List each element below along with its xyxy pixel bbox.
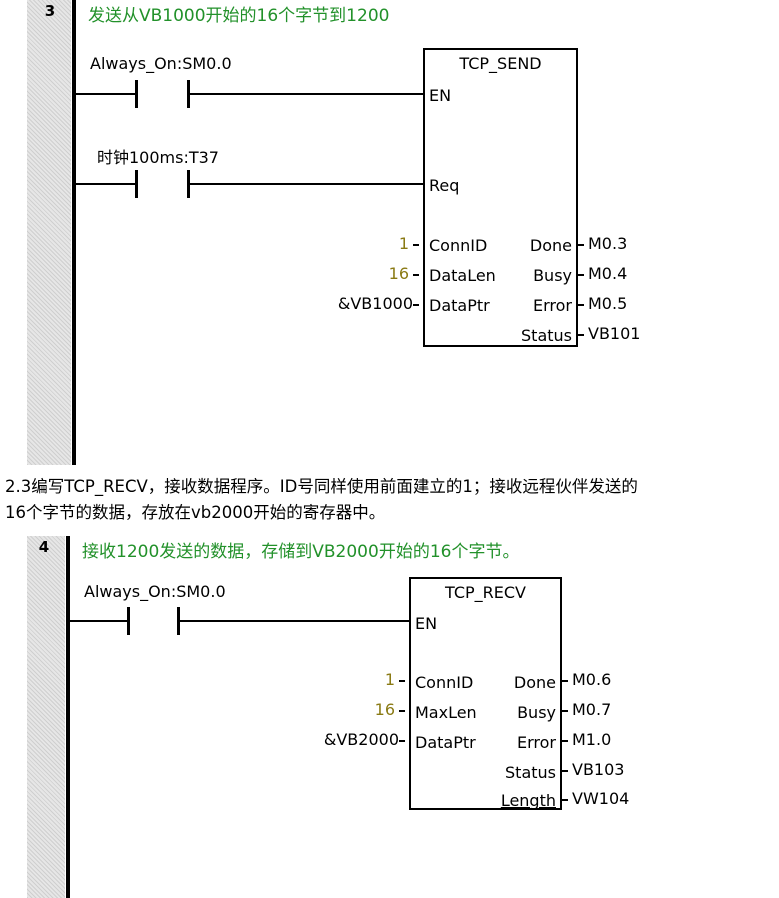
output-tick bbox=[562, 740, 568, 742]
pin-connid: ConnID bbox=[429, 236, 488, 255]
pin-busy: Busy bbox=[533, 266, 572, 285]
contact-right-bar[interactable] bbox=[187, 170, 190, 198]
wire bbox=[76, 93, 136, 95]
contact-label: Always_On:SM0.0 bbox=[90, 54, 232, 73]
pin-en: EN bbox=[429, 86, 452, 105]
contact-left-bar[interactable] bbox=[135, 170, 138, 198]
input-tick bbox=[413, 304, 419, 306]
network-number: 3 bbox=[44, 2, 56, 20]
output-tick bbox=[578, 334, 584, 336]
length-value[interactable]: VW104 bbox=[572, 789, 630, 808]
dataptr-value[interactable]: &VB1000 bbox=[337, 294, 413, 313]
pin-done: Done bbox=[529, 236, 572, 255]
contact-right-bar[interactable] bbox=[177, 607, 180, 635]
contact-left-bar[interactable] bbox=[135, 80, 138, 108]
power-rail bbox=[66, 536, 70, 898]
wire bbox=[70, 620, 128, 622]
pin-status: Status bbox=[521, 326, 572, 345]
wire bbox=[189, 183, 424, 185]
pin-status: Status bbox=[505, 763, 556, 782]
power-rail bbox=[72, 0, 76, 465]
network-gutter[interactable] bbox=[27, 0, 71, 465]
tcp-send-block[interactable]: TCP_SEND EN Req ConnID DataLen DataPtr D… bbox=[423, 48, 578, 347]
contact-right-bar[interactable] bbox=[187, 80, 190, 108]
wire bbox=[189, 93, 424, 95]
pin-datalen: DataLen bbox=[429, 266, 496, 285]
block-title: TCP_RECV bbox=[445, 583, 526, 602]
done-value[interactable]: M0.6 bbox=[572, 670, 612, 689]
done-value[interactable]: M0.3 bbox=[588, 234, 628, 253]
input-tick bbox=[399, 710, 405, 712]
pin-dataptr: DataPtr bbox=[429, 296, 490, 315]
output-tick bbox=[578, 244, 584, 246]
connid-value[interactable]: 1 bbox=[384, 670, 395, 689]
error-value[interactable]: M0.5 bbox=[588, 294, 628, 313]
connid-value[interactable]: 1 bbox=[398, 234, 409, 253]
output-tick bbox=[562, 710, 568, 712]
input-tick bbox=[413, 244, 419, 246]
pin-en: EN bbox=[415, 614, 438, 633]
pin-req: Req bbox=[429, 176, 460, 195]
network-number: 4 bbox=[38, 538, 50, 556]
input-tick bbox=[399, 680, 405, 682]
error-value[interactable]: M1.0 bbox=[572, 730, 612, 749]
network-gutter[interactable] bbox=[27, 536, 65, 898]
network-4: 4 接收1200发送的数据，存储到VB2000开始的16个字节。 Always_… bbox=[0, 536, 779, 898]
pin-dataptr: DataPtr bbox=[415, 733, 476, 752]
description-line: 2.3编写TCP_RECV，接收数据程序。ID号同样使用前面建立的1；接收远程伙… bbox=[5, 477, 638, 496]
block-title: TCP_SEND bbox=[459, 54, 542, 73]
pin-maxlen: MaxLen bbox=[415, 703, 477, 722]
maxlen-value[interactable]: 16 bbox=[374, 700, 395, 719]
contact-left-bar[interactable] bbox=[127, 607, 130, 635]
pin-busy: Busy bbox=[517, 703, 556, 722]
pin-length: Length bbox=[500, 791, 556, 810]
input-tick bbox=[399, 740, 405, 742]
contact-label: 时钟100ms:T37 bbox=[97, 148, 219, 167]
busy-value[interactable]: M0.7 bbox=[572, 700, 612, 719]
pin-error: Error bbox=[517, 733, 556, 752]
description-paragraph: 2.3编写TCP_RECV，接收数据程序。ID号同样使用前面建立的1；接收远程伙… bbox=[5, 474, 775, 526]
output-tick bbox=[578, 304, 584, 306]
dataptr-value[interactable]: &VB2000 bbox=[323, 730, 399, 749]
busy-value[interactable]: M0.4 bbox=[588, 264, 628, 283]
status-value[interactable]: VB101 bbox=[588, 324, 641, 343]
output-tick bbox=[562, 680, 568, 682]
network-comment[interactable]: 接收1200发送的数据，存储到VB2000开始的16个字节。 bbox=[82, 542, 520, 562]
network-comment[interactable]: 发送从VB1000开始的16个字节到1200 bbox=[88, 6, 390, 26]
wire bbox=[179, 620, 410, 622]
pin-error: Error bbox=[533, 296, 572, 315]
contact-label: Always_On:SM0.0 bbox=[84, 582, 226, 601]
tcp-recv-block[interactable]: TCP_RECV EN ConnID MaxLen DataPtr Done B… bbox=[409, 577, 562, 810]
wire bbox=[76, 183, 136, 185]
output-tick bbox=[578, 274, 584, 276]
datalen-value[interactable]: 16 bbox=[388, 264, 409, 283]
input-tick bbox=[413, 274, 419, 276]
description-line: 16个字节的数据，存放在vb2000开始的寄存器中。 bbox=[5, 503, 386, 522]
network-3: 3 发送从VB1000开始的16个字节到1200 Always_On:SM0.0… bbox=[27, 0, 641, 465]
status-value[interactable]: VB103 bbox=[572, 760, 625, 779]
output-tick bbox=[562, 799, 568, 801]
output-tick bbox=[562, 770, 568, 772]
pin-done: Done bbox=[513, 673, 556, 692]
pin-connid: ConnID bbox=[415, 673, 474, 692]
